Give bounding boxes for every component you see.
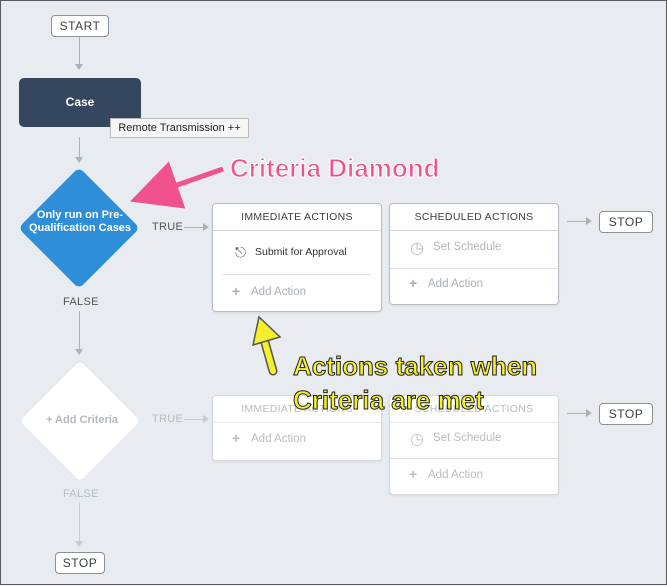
plus-icon: + [409,275,418,291]
plus-icon: + [45,414,56,426]
immediate-actions-header: IMMEDIATE ACTIONS [213,396,381,423]
stop-node: STOP [599,403,653,425]
add-action-label: Add Action [428,278,483,290]
scheduled-actions-box: SCHEDULED ACTIONS ◷ Set Schedule + Add A… [389,203,559,305]
arrow-down-icon [75,349,83,355]
criteria-label: Only run on Pre-Qualification Cases [28,209,132,234]
arrow-right-icon [203,415,209,423]
connector [79,37,80,65]
action-label: Submit for Approval [255,246,347,258]
set-schedule-label: Set Schedule [433,432,502,444]
scheduled-actions-header: SCHEDULED ACTIONS [390,204,558,231]
stop-node: STOP [55,552,105,574]
false-label: FALSE [63,296,99,308]
add-criteria-text: Add Criteria [55,414,119,426]
add-action-label: Add Action [251,286,306,298]
scheduled-actions-box-2: SCHEDULED ACTIONS ◷ Set Schedule + Add A… [389,395,559,495]
actions-annotation-line2: Criteria are met [293,385,485,416]
divider [390,458,558,459]
immediate-actions-header: IMMEDIATE ACTIONS [213,204,381,231]
add-action-button[interactable]: + Add Action [390,275,558,294]
arrow-down-icon [75,157,83,163]
divider [223,274,371,275]
criteria-diamond-annotation: Criteria Diamond [230,153,440,184]
add-action-button[interactable]: + Add Action [213,430,381,449]
stamp-icon: ⎋ [235,244,247,260]
start-node: START [51,15,109,37]
add-action-button[interactable]: + Add Action [213,283,381,302]
add-action-label: Add Action [251,433,306,445]
arrow-right-icon [586,409,592,417]
arrow-down-icon [75,541,83,547]
connector [79,503,80,543]
connector [184,419,204,420]
immediate-actions-box-2: IMMEDIATE ACTIONS + Add Action [212,395,382,461]
true-label: TRUE [152,221,184,233]
add-action-label: Add Action [428,469,483,481]
connector [184,227,204,228]
arrow-right-icon [586,217,592,225]
true-label: TRUE [152,413,184,425]
plus-icon: + [232,430,241,446]
plus-icon: + [232,283,241,299]
arrow-right-icon [203,223,209,231]
set-schedule-button[interactable]: ◷ Set Schedule [390,239,558,259]
connector [79,311,80,351]
clock-icon: ◷ [410,431,424,448]
stop-node: STOP [599,211,653,233]
false-label: FALSE [63,488,99,500]
yellow-arrow [252,315,282,376]
connector [79,137,80,159]
arrow-down-icon [75,64,83,70]
connector [567,221,587,222]
connector [567,413,587,414]
object-tooltip: Remote Transmission ++ [110,118,249,138]
immediate-actions-box: IMMEDIATE ACTIONS ⎋ Submit for Approval … [212,203,382,312]
set-schedule-label: Set Schedule [433,241,502,253]
action-row[interactable]: ⎋ Submit for Approval [213,244,381,262]
plus-icon: + [409,466,418,482]
set-schedule-button[interactable]: ◷ Set Schedule [390,430,558,450]
divider [390,268,558,269]
add-criteria-label: + Add Criteria [37,414,127,427]
pink-arrow [129,161,224,209]
scheduled-actions-header: SCHEDULED ACTIONS [390,396,558,423]
actions-annotation-line1: Actions taken when [292,351,538,382]
add-action-button[interactable]: + Add Action [390,466,558,485]
clock-icon: ◷ [410,240,424,257]
